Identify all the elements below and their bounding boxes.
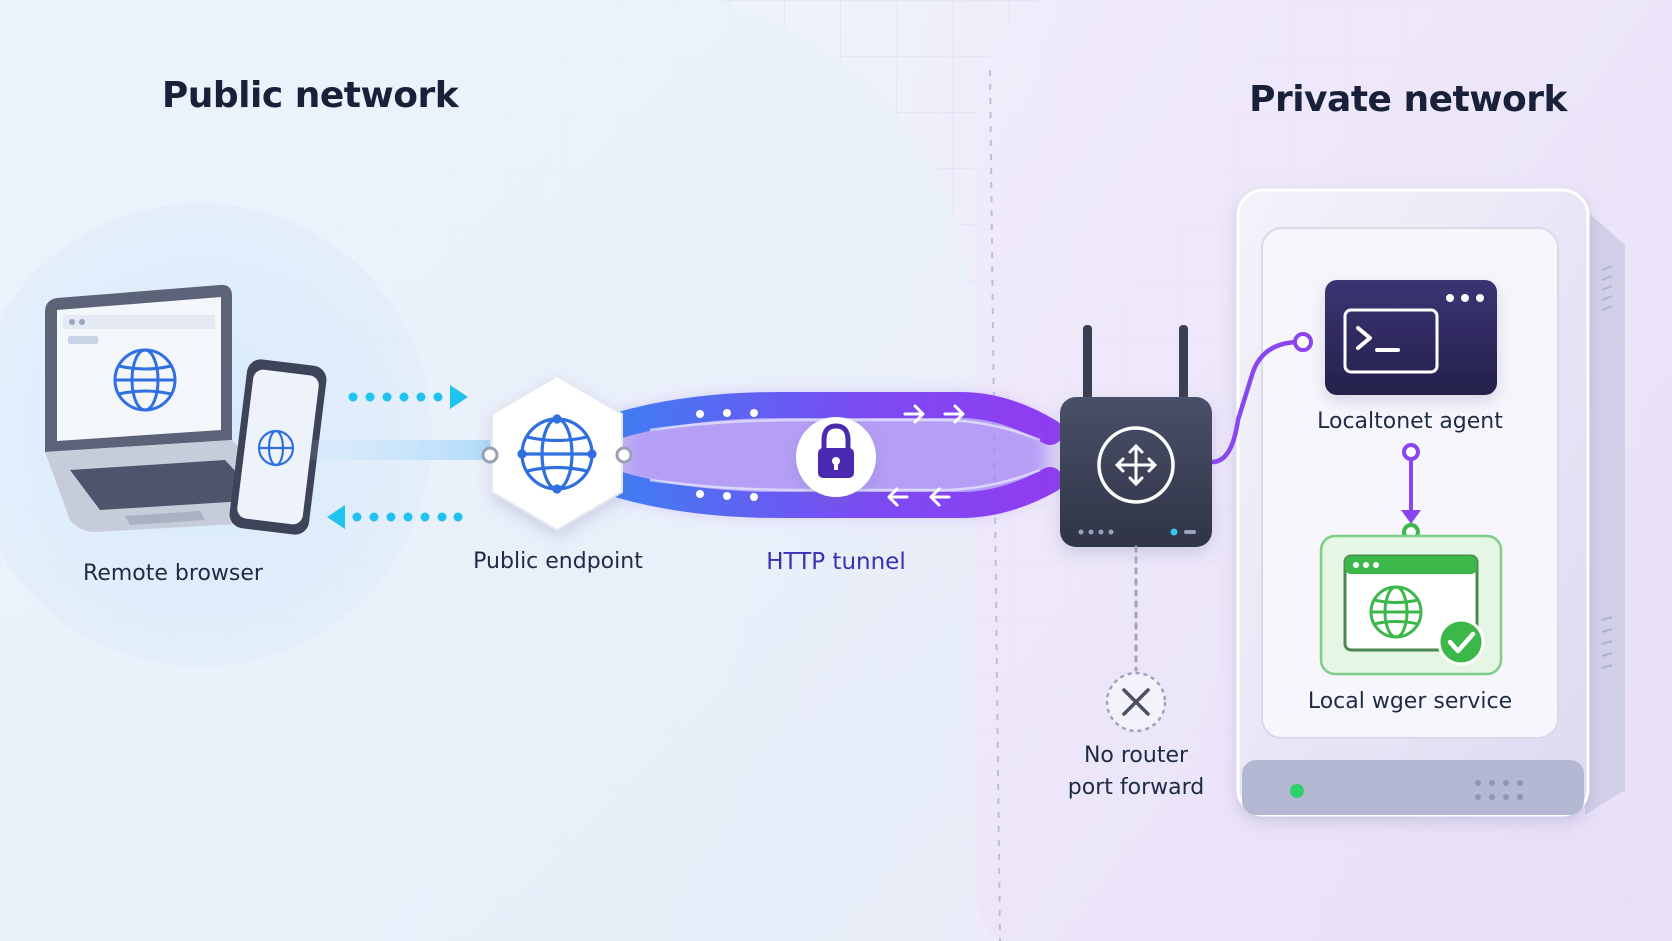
check-badge-icon [1437, 618, 1485, 666]
private-network-title: Private network [1249, 79, 1567, 120]
remote-browser-label: Remote browser [83, 561, 263, 586]
response-arrow [327, 505, 463, 529]
router-icon [1060, 325, 1212, 547]
public-endpoint-globe-icon [517, 414, 597, 494]
agent-service-arrowhead [1401, 510, 1421, 524]
http-tunnel-label: HTTP tunnel [766, 549, 906, 575]
phone-icon [229, 359, 327, 535]
browser-beam [290, 440, 490, 460]
blocked-x-icon [1105, 671, 1167, 733]
agent-connector-dot [1293, 332, 1313, 352]
agent-connector-line [1211, 339, 1301, 465]
public-network-title: Public network [161, 75, 459, 116]
service-globe-icon [1369, 585, 1423, 639]
endpoint-port-right [615, 446, 633, 464]
agent-label: Localtonet agent [1317, 409, 1503, 434]
laptop-icon [45, 284, 300, 532]
service-label: Local wger service [1307, 689, 1513, 714]
public-endpoint-label: Public endpoint [473, 549, 643, 574]
agent-terminal-icon [1325, 280, 1497, 395]
router-note-line1: No router [1083, 743, 1189, 768]
agent-service-start-dot [1402, 443, 1420, 461]
endpoint-port-left [481, 446, 499, 464]
router-note: No router port forward [1068, 740, 1204, 804]
lock-icon [796, 417, 876, 497]
router-note-line2: port forward [1067, 775, 1205, 800]
request-arrow [348, 385, 468, 409]
